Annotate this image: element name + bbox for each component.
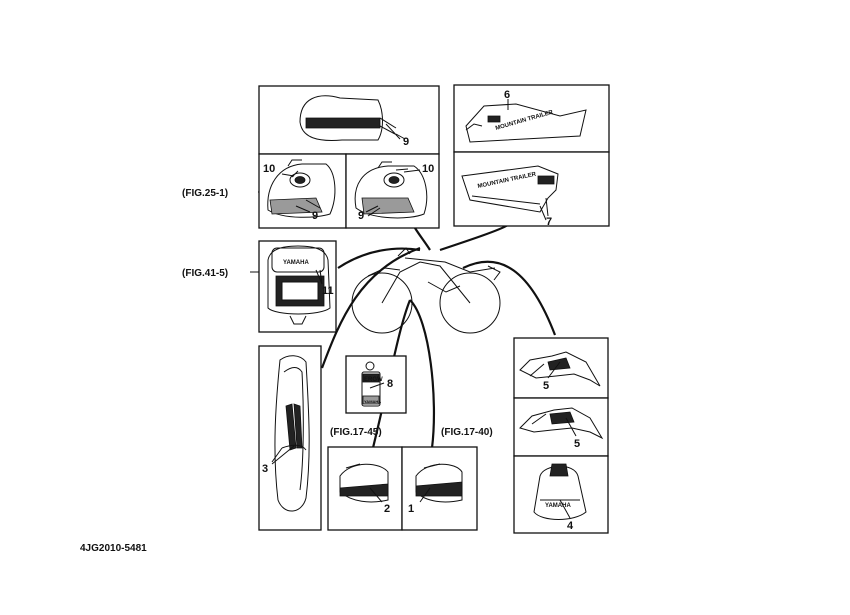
fork-cover-panels [327,446,478,531]
callout-10-right: 10 [422,163,434,175]
callout-9-right: 9 [358,210,364,222]
shock-label-top: ERGW [364,377,383,383]
front-fender-brand: YAMAHA [545,503,571,509]
fig-ref-17-45: (FIG.17-45) [330,427,382,438]
shock-label-bottom: YAMAHA [364,399,381,404]
seat-panel [258,345,322,531]
callout-5-lower: 5 [574,438,580,450]
callout-10-left: 10 [263,163,275,175]
callout-3: 3 [262,463,268,475]
diagram-code: 4JG2010-5481 [80,543,147,554]
fig-ref-25-1: (FIG.25-1) [182,188,228,199]
headlight-cowl-panel [258,240,337,333]
callout-7: 7 [546,216,552,228]
callout-6: 6 [504,89,510,101]
callout-leaders [271,99,577,519]
callout-2: 2 [384,503,390,515]
fuel-tank-top-panel [258,85,440,155]
callout-11: 11 [322,285,334,297]
callout-4: 4 [567,520,574,532]
headlight-cowl-brand: YAMAHA [283,260,309,266]
side-cover-panels [453,84,610,227]
fuel-tank-side-panels [258,153,440,229]
callout-5-upper: 5 [543,380,549,392]
callout-9-top: 9 [403,136,409,148]
fig-ref-17-40: (FIG.17-40) [441,427,493,438]
fender-panels [513,337,609,534]
motorcycle-outline [351,247,501,334]
shock-absorber-panel [345,355,407,414]
fig-ref-41-5: (FIG.41-5) [182,268,228,279]
callout-8: 8 [387,378,393,390]
callout-1: 1 [408,503,414,515]
callout-9-left: 9 [312,210,318,222]
